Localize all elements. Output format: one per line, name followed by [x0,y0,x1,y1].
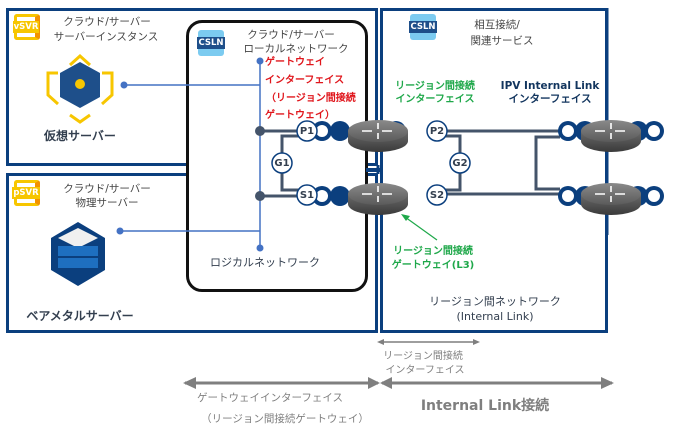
port-p2-label: P2 [429,126,445,137]
s1-junction-dot [255,191,265,201]
vsvr-caption: 仮想サーバー [44,129,116,143]
gateway-if-label-line3: （リージョン間接続 [266,93,356,104]
router-icon-left-bottom [348,183,408,215]
region-if-label-line2: インターフェイス [395,94,475,105]
vsvr-badge: vSVR [12,14,40,40]
psvr-caption: ベアメタルサーバー [26,309,134,323]
ipv-bracket [534,135,560,191]
router-icon-right-bottom [581,183,641,215]
legend-region-if-line2: インターフェイス [385,365,465,376]
vsvr-title-line1: クラウド/サーバー [63,16,151,28]
csln-local-title-line2: ローカルネットワーク [243,43,349,55]
csln-interconnect-badge: CSLN [409,14,437,40]
port-g2-label: G2 [452,158,468,169]
bus-bottom-dot [256,244,264,252]
psvr-title-line2: 物理サーバー [75,197,139,209]
p1-junction-dot [255,126,265,136]
virtual-server-cube-icon [46,53,114,124]
csln-interconnect-title-line2: 関連サービス [470,35,534,47]
port-g2 [449,152,471,174]
bus-top-dot [256,57,264,65]
port-s2 [426,184,448,206]
vsvr-link-dot [120,81,128,89]
port-g1 [271,152,293,174]
region-network-label-line1: リージョン間ネットワーク [429,295,561,308]
csln-local-badge: CSLN [197,30,225,56]
region-if-label-line1: リージョン間接続 [395,81,475,92]
vsvr-title-line2: サーバーインスタンス [53,31,159,43]
psvr-link-dot [116,227,124,235]
port-p1 [296,120,318,142]
psvr-title-line1: クラウド/サーバー [63,183,151,195]
gateway-l3-label-line1: リージョン間接続 [393,246,473,257]
legend-region-if-arrow [377,339,480,345]
bare-metal-server-icon [51,222,105,286]
legend-internal-link-label: Internal Link接続 [420,398,550,414]
legend-gateway-if-arrow [183,377,380,389]
region-network-label-line2: (Internal Link) [456,310,534,323]
gateway-l3-label-line2: ゲートウェイ(L3) [391,260,475,271]
csln-interconnect-title-line1: 相互接続/ [474,19,520,31]
port-p2 [426,120,448,142]
ipv-if-label-line1: IPV Internal Link [500,80,600,92]
gateway-if-label-line2: インターフェイス [265,75,345,86]
legend-gateway-if-line2: （リージョン間接続ゲートウェイ） [201,413,369,425]
ipv-if-label-line2: インターフェイス [508,93,592,105]
gateway-if-label-line4: ゲートウェイ） [265,110,335,121]
port-s1 [296,184,318,206]
port-s2-label: S2 [429,190,445,201]
router-icon-left-top [348,120,408,152]
legend-region-if-line1: リージョン間接続 [383,351,463,362]
port-g1-label: G1 [274,158,290,169]
gateway-pointer-arrow [404,216,438,241]
psvr-badge: pSVR [12,180,40,206]
port-s1-label: S1 [299,190,315,201]
port-p1-label: P1 [299,126,315,137]
logical-network-label: ロジカルネットワーク [210,256,320,269]
gateway-if-label-line1: ゲートウェイ [265,57,325,68]
router-icon-right-top [581,120,641,152]
csln-local-title-line1: クラウド/サーバー [247,29,335,41]
legend-gateway-if-line1: ゲートウェイインターフェイス [196,392,344,404]
interconnect-box [380,8,608,333]
legend-internal-link-arrow [380,377,614,389]
